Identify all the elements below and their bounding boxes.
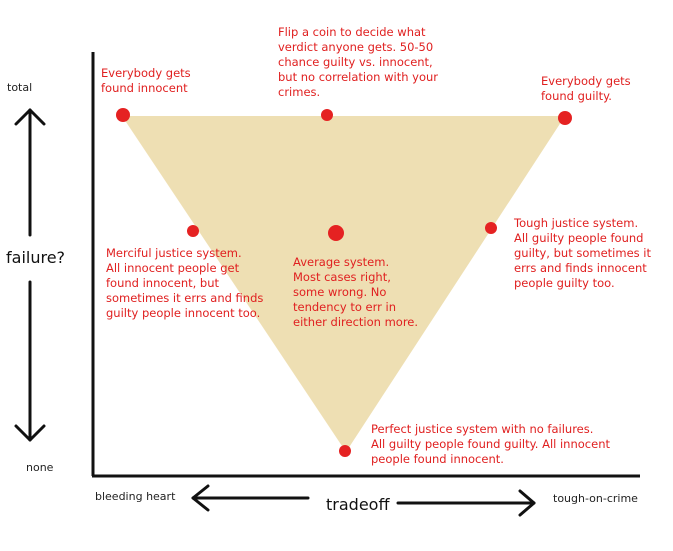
point-tough (485, 222, 497, 234)
y-axis-title: failure? (6, 248, 66, 267)
y-axis-bottom-label: none (26, 461, 54, 474)
point-coin-flip (321, 109, 333, 121)
label-perfect: Perfect justice system with no failures.… (371, 422, 610, 466)
label-merciful: Merciful justice system. All innocent pe… (106, 246, 264, 320)
label-everybody-innocent: Everybody gets found innocent (101, 66, 191, 95)
label-tough: Tough justice system. All guilty people … (514, 216, 651, 290)
label-everybody-guilty: Everybody gets found guilty. (541, 74, 631, 103)
x-axis-left-label: bleeding heart (95, 490, 176, 503)
label-average: Average system. Most cases right, some w… (293, 255, 419, 329)
y-axis-top-label: total (7, 81, 33, 94)
point-everybody-innocent (116, 108, 130, 122)
x-axis-right-label: tough-on-crime (553, 492, 638, 505)
point-average (328, 225, 344, 241)
vertical-double-arrow (14, 108, 46, 442)
point-merciful (187, 225, 199, 237)
x-axis-title: tradeoff (326, 495, 390, 514)
horizontal-double-arrow (191, 484, 536, 517)
label-coin-flip: Flip a coin to decide what verdict anyon… (278, 25, 439, 99)
point-perfect (339, 445, 351, 457)
point-everybody-guilty (558, 111, 572, 125)
tradeoff-region (122, 116, 565, 452)
